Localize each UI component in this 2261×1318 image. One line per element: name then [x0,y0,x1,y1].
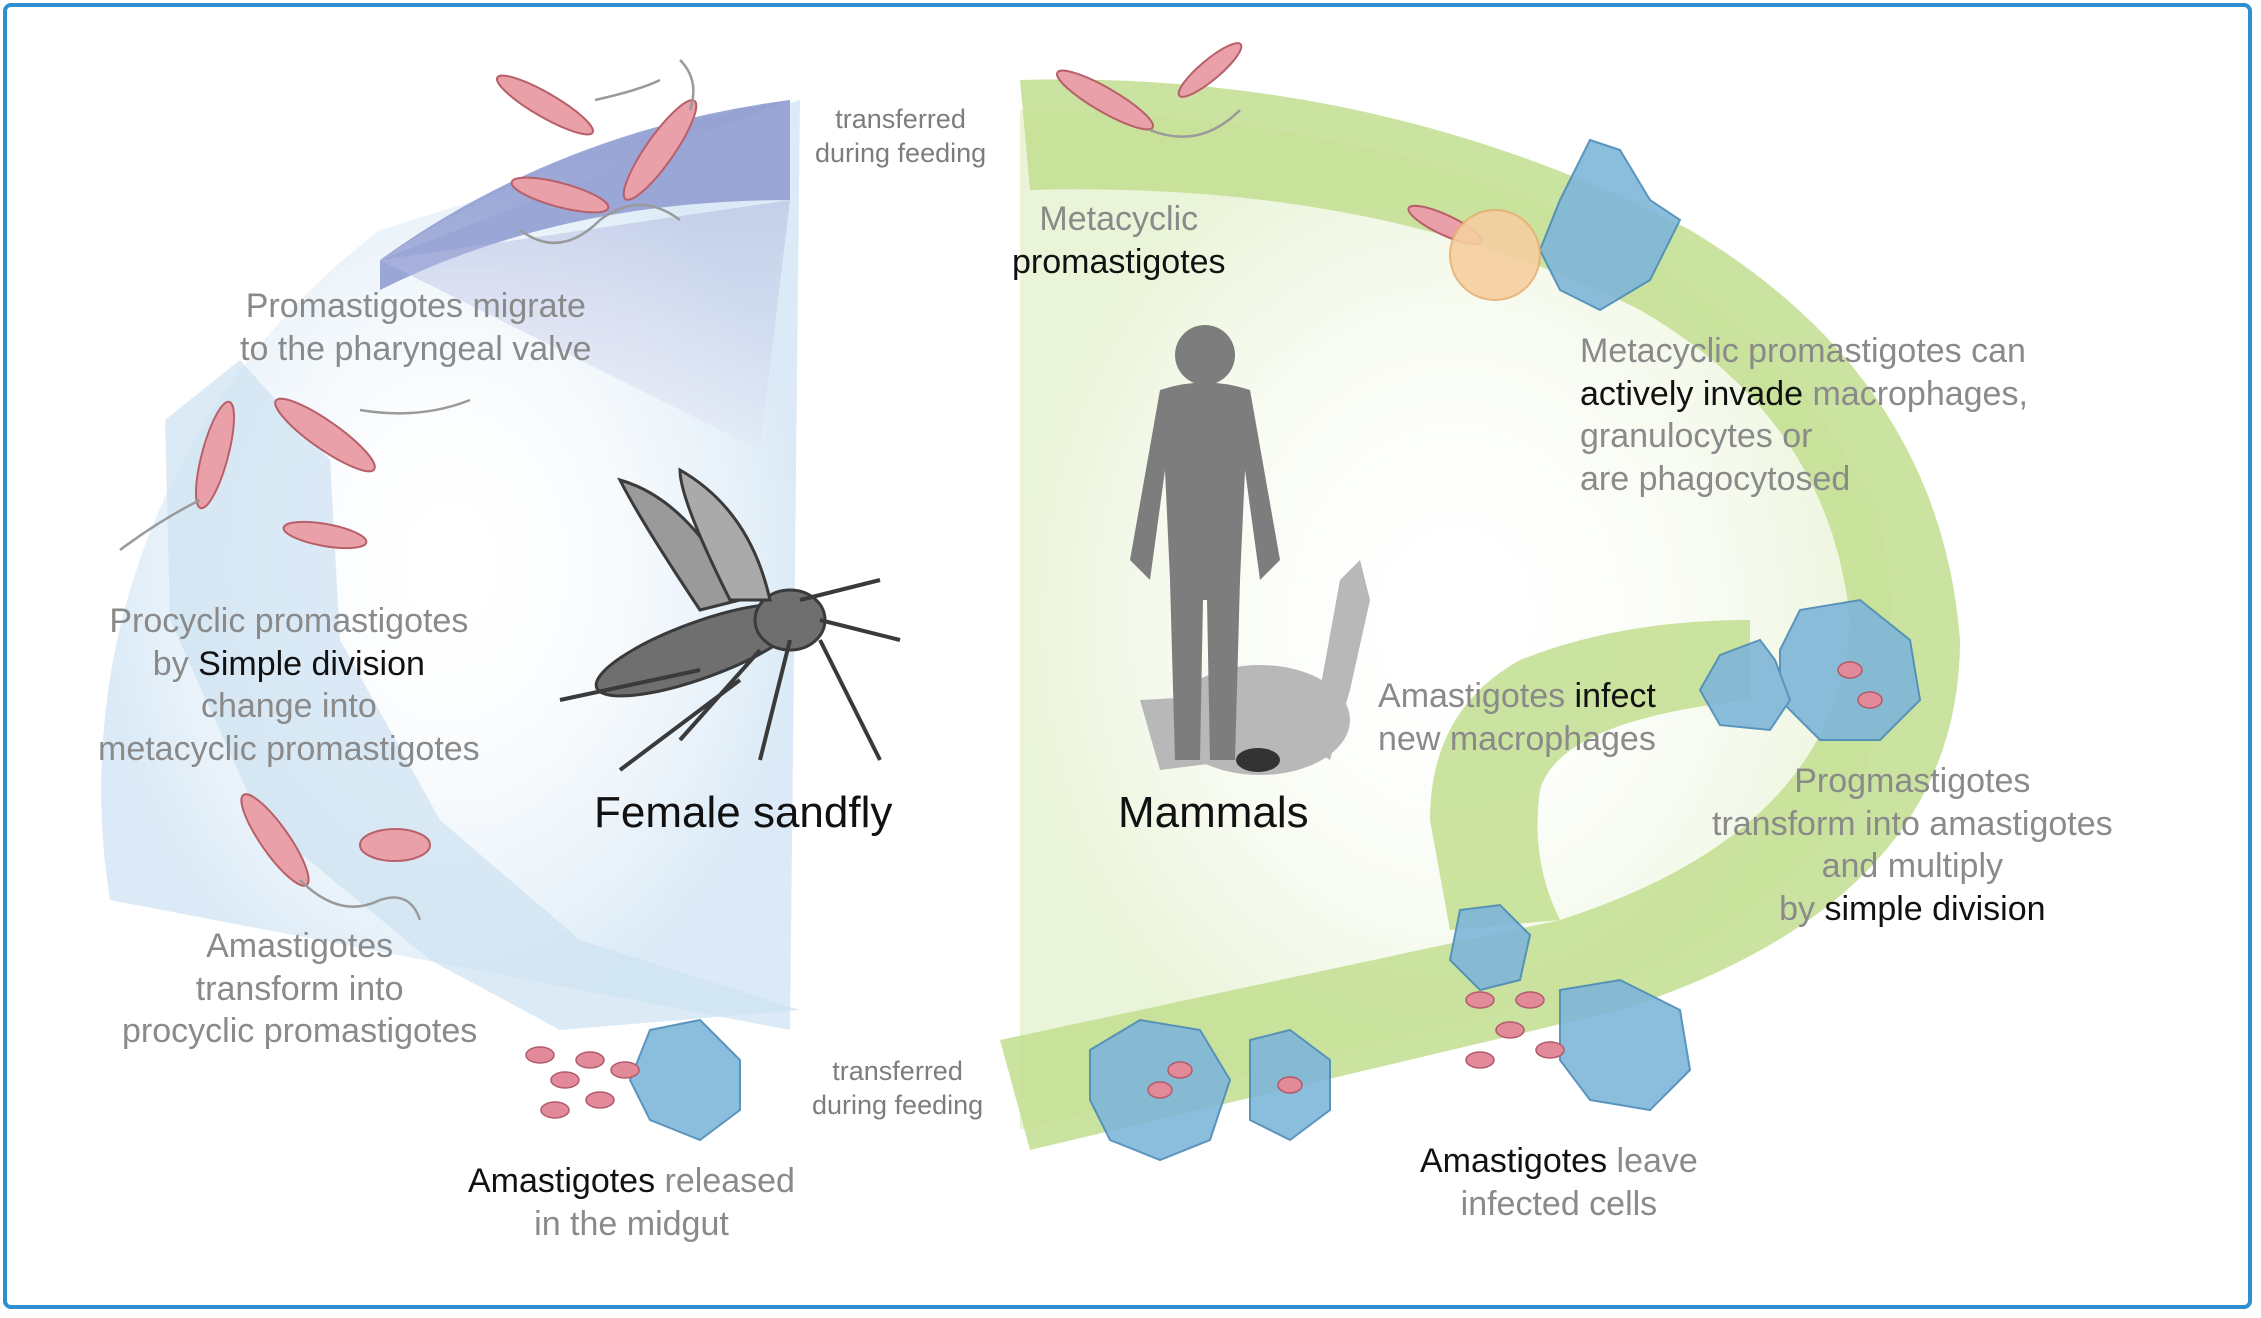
sandfly-title: Female sandfly [594,788,893,837]
promastigote-icon-group [195,42,1483,887]
transform-line4b: simple division [1824,889,2046,928]
transfer-label-top: transferred during feeding [815,103,986,171]
released-line2: in the midgut [534,1204,729,1243]
amast-transform-line1: Amastigotes [206,927,394,965]
mammal-outer-band [1000,79,1960,1151]
diagram-border [3,3,2252,1309]
infect-line1: Amastigotes infect [1378,675,1656,718]
mammals-title: Mammals [1118,788,1309,837]
flagella-lines [119,59,1241,921]
mammal-inner-band [1430,620,1750,930]
procyclic-line2: by Simple division [98,643,480,686]
transfer-bottom-line1: transferred [832,1056,963,1086]
metacyclic-line2: promastigotes [1012,241,1226,284]
procyclic-label: Procyclic promastigotes by Simple divisi… [98,600,480,770]
sandfly-icon [559,467,901,772]
amast-transform-line2: transform into [195,969,404,1008]
infect-line1a: Amastigotes [1378,677,1575,715]
invade-line4: are phagocytosed [1580,459,1851,498]
invade-line2: actively invade macrophages, [1580,373,2028,416]
transfer-top-line2: during feeding [815,137,987,168]
procyclic-line1: Procyclic promastigotes [109,602,469,640]
transform-line3: and multiply [1821,847,2004,885]
migrate-label: Promastigotes migrate to the pharyngeal … [240,285,592,370]
transfer-bottom-line2: during feeding [812,1089,984,1120]
transform-label: Progmastigotes transform into amastigote… [1712,760,2113,930]
leave-line1b: leave [1607,1142,1698,1180]
invade-line2b: macrophages, [1803,374,2028,413]
amast-transform-line3: procyclic promastigotes [122,1012,478,1050]
invade-label: Metacyclic promastigotes can actively in… [1580,330,2028,500]
invade-line2a: actively invade [1580,374,1804,413]
infect-line2: new macrophages [1378,719,1656,758]
amastigotes-transform-label: Amastigotes transform into procyclic pro… [122,925,477,1053]
procyclic-line2a: by [152,644,199,683]
metacyclic-line1: Metacyclic [1039,200,1199,238]
leave-line1: Amastigotes leave [1420,1140,1698,1183]
leave-line1a: Amastigotes [1420,1142,1608,1180]
sandfly-purple-wedge [380,100,790,450]
transform-line1: Progmastigotes [1794,762,2031,800]
transfer-top-line1: transferred [835,104,966,134]
metacyclic-line2-bold: promastigotes [1012,242,1226,281]
procyclic-line2b: Simple division [198,644,425,683]
mammal-silhouettes-icon [1130,325,1370,775]
released-line1a: Amastigotes [468,1162,656,1200]
leave-line2: infected cells [1460,1184,1658,1223]
leave-label: Amastigotes leave infected cells [1420,1140,1698,1225]
invade-line1: Metacyclic promastigotes can [1580,332,2026,370]
transform-line4a: by [1779,889,1825,928]
released-line1b: released [655,1162,795,1200]
released-label: Amastigotes released in the midgut [468,1160,795,1245]
transform-line4: by simple division [1712,888,2113,931]
infect-label: Amastigotes infect new macrophages [1378,675,1656,760]
migrate-line1: Promastigotes migrate [245,287,586,325]
invade-line3: granulocytes or [1580,417,1813,455]
infect-line1b: infect [1574,677,1656,715]
procyclic-line3: change into [200,687,377,725]
procyclic-line4: metacyclic promastigotes [98,729,480,768]
migrate-line2: to the pharyngeal valve [240,329,592,368]
released-line1: Amastigotes released [468,1160,795,1203]
transfer-label-bottom: transferred during feeding [812,1055,983,1123]
amastigote-cluster-icons [525,661,1883,1119]
metacyclic-label: Metacyclic promastigotes [1012,198,1226,283]
transform-line2: transform into amastigotes [1712,804,2113,843]
